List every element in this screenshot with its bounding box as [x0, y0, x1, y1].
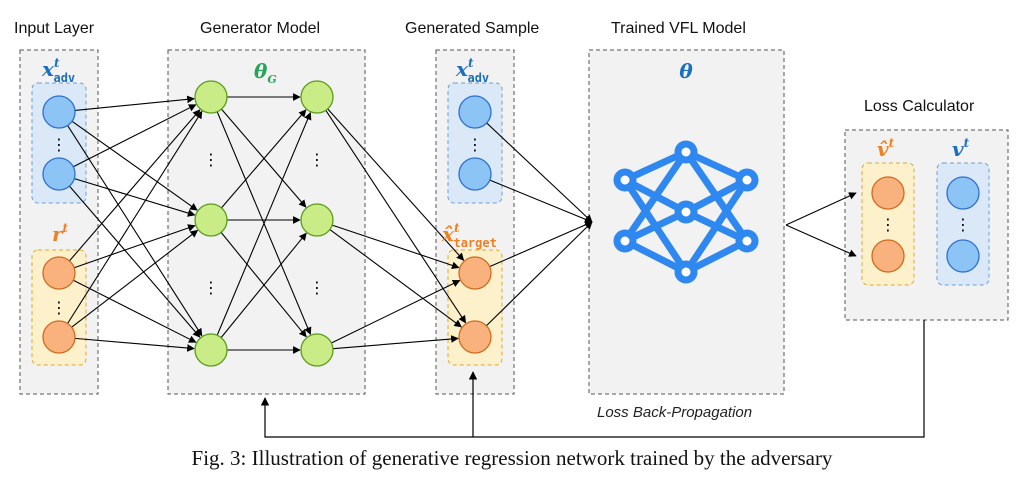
edge-input-0-gen1-1 — [71, 120, 198, 211]
loss-calculator-header: Loss Calculator — [864, 98, 975, 115]
figure-caption: Fig. 3: Illustration of generative regre… — [191, 446, 833, 470]
edge-gen2-1-out-1 — [329, 229, 462, 328]
backprop-path — [260, 320, 925, 438]
sample-x-adv-node — [458, 157, 492, 191]
edge-sample-3-vfl — [486, 221, 593, 327]
ellipsis-gen-2a: ⋮ — [309, 150, 325, 169]
edge-gen1-1-gen2-0 — [221, 109, 307, 209]
theta-g-symbol: θG — [254, 59, 277, 86]
edge-gen2-2-out-1 — [332, 335, 459, 350]
ellipsis-input-bottom: ⋮ — [51, 298, 67, 317]
v-hat-symbol: v̂t — [877, 136, 895, 161]
edge-sample-0-vfl — [486, 122, 593, 223]
edge-gen2-0-out-0 — [327, 108, 465, 261]
edge-input-1-gen1-0 — [73, 104, 197, 168]
ellipsis-sample-top: ⋮ — [467, 135, 483, 154]
edge-sample-1-vfl — [489, 179, 593, 223]
edge-input-0-gen1-0 — [74, 95, 195, 111]
edge-gen1-2-gen2-0 — [216, 111, 312, 336]
v-symbol: vt — [952, 136, 970, 161]
input-layer-header: Input Layer — [14, 20, 95, 37]
generator-layer1-node — [194, 333, 228, 367]
edge-gen1-2-gen2-1 — [220, 232, 307, 338]
ellipsis-v: ⋮ — [955, 215, 971, 234]
generator-layer2-node — [300, 333, 334, 367]
generator-layer2-node — [300, 203, 334, 237]
generator-layer2-node — [300, 80, 334, 114]
ellipsis-gen-1b: ⋮ — [203, 278, 219, 297]
loss-backprop-label: Loss Back-Propagation — [597, 404, 753, 421]
edge-input-2-gen1-2 — [73, 279, 197, 343]
generator-model-header: Generator Model — [200, 20, 321, 37]
r-symbol: rt — [52, 221, 69, 246]
loss-v-node — [946, 239, 980, 273]
ellipsis-gen-1a: ⋮ — [203, 150, 219, 169]
edge-gen2-2-out-0 — [331, 279, 461, 344]
edge-vfl-loss-0 — [785, 192, 857, 226]
ellipsis-input-top: ⋮ — [51, 135, 67, 154]
input-r-node — [42, 320, 76, 354]
network-nodes — [42, 80, 980, 367]
loss-v-hat-node — [871, 239, 905, 273]
edge-input-3-gen1-2 — [74, 337, 195, 352]
edge-input-0-gen1-2 — [67, 125, 203, 337]
edge-gen2-0-out-1 — [325, 110, 467, 324]
edge-input-2-gen1-1 — [73, 224, 196, 269]
ellipsis-gen-2b: ⋮ — [309, 278, 325, 297]
sample-x-target-node — [458, 256, 492, 290]
generator-layer1-node — [194, 203, 228, 237]
edge-input-1-gen1-2 — [69, 185, 201, 338]
input-x-adv-node — [42, 157, 76, 191]
network-edges — [67, 93, 857, 354]
sample-x-target-node — [458, 320, 492, 354]
input-r-node — [42, 256, 76, 290]
loss-v-node — [946, 176, 980, 210]
edge-input-1-gen1-1 — [74, 178, 196, 217]
generated-sample-header: Generated Sample — [405, 20, 540, 37]
loss-v-hat-node — [871, 176, 905, 210]
edge-input-3-gen1-1 — [71, 229, 199, 328]
edge-input-2-gen1-0 — [69, 109, 201, 262]
edge-vfl-loss-1 — [785, 224, 857, 257]
generator-layer1-node — [194, 80, 228, 114]
sample-x-adv-node — [458, 95, 492, 129]
ellipsis-vhat: ⋮ — [880, 215, 896, 234]
input-x-adv-node — [42, 95, 76, 129]
edge-gen2-1-out-0 — [331, 224, 460, 270]
neural-network-icon — [613, 140, 759, 284]
edge-sample-2-vfl — [489, 221, 593, 268]
edge-input-3-gen1-0 — [67, 110, 203, 324]
theta-symbol: θ — [679, 59, 693, 83]
trained-vfl-header: Trained VFL Model — [611, 20, 746, 37]
